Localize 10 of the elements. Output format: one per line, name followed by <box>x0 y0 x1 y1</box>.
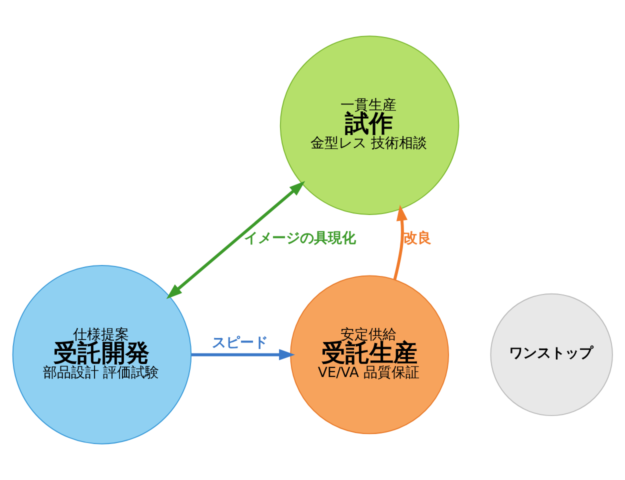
edge-label: イメージの具現化 <box>244 230 356 247</box>
node-circle: 一貫生産 試作 金型レス 技術相談 <box>280 36 460 215</box>
node-circle: ワンストップ <box>490 293 613 416</box>
node-circle: 安定供給 受託生産 VE/VA 品質保証 <box>290 275 450 434</box>
edge-label: スピード <box>212 334 268 351</box>
arrow <box>393 204 408 280</box>
arrow <box>166 181 306 300</box>
node-circle: 仕様提案 受託開発 部品設計 評価試験 <box>12 265 192 444</box>
arrow <box>191 349 296 360</box>
edge-label: 改良 <box>403 230 432 247</box>
